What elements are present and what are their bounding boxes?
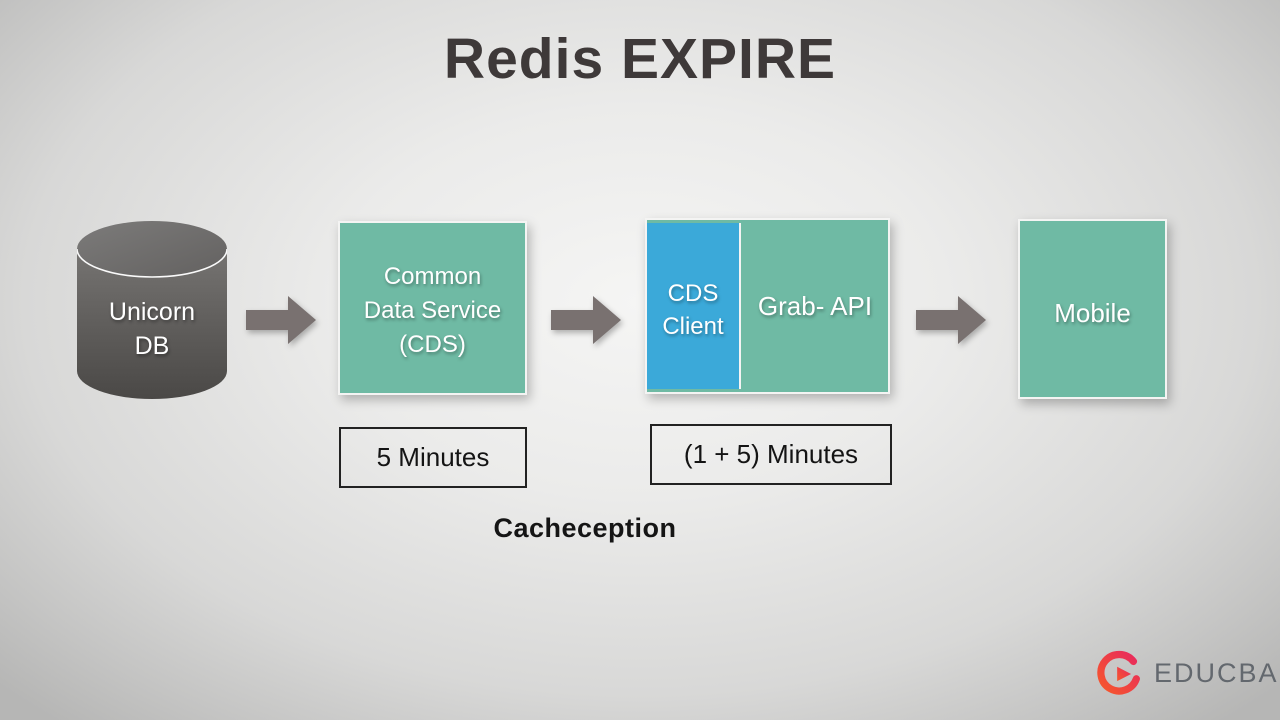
page-title: Redis EXPIRE [443, 27, 837, 91]
database-label: Unicorn DB [77, 295, 227, 363]
grab-api-label: Grab- API [757, 290, 873, 321]
node-common-data-service: Common Data Service (CDS) [338, 221, 527, 395]
node-mobile: Mobile [1018, 219, 1167, 399]
time-label-client-api: (1 + 5) Minutes [650, 424, 892, 485]
caption: Cacheception [493, 513, 677, 543]
time-label-client-api-text: (1 + 5) Minutes [683, 439, 859, 469]
cds-label-line1: Common [383, 263, 482, 290]
database-label-line2: DB [134, 332, 170, 360]
cds-label-line3: (CDS) [399, 331, 466, 358]
flow-arrow-icon [246, 296, 316, 344]
flow-arrow-icon [551, 296, 621, 344]
brand-logo-text: EDUCBA [1154, 657, 1279, 688]
cds-client-label-line2: Client [662, 313, 724, 340]
flow-arrow-icon [916, 296, 986, 344]
mobile-label: Mobile [1054, 297, 1131, 328]
database-label-line1: Unicorn [108, 298, 196, 326]
time-label-cds: 5 Minutes [339, 427, 527, 488]
cds-label-line2: Data Service [363, 297, 502, 324]
cds-client-label-line1: CDS [667, 280, 719, 307]
brand-logo: EDUCBA [1097, 649, 1279, 697]
time-label-cds-text: 5 Minutes [376, 442, 490, 472]
database-cylinder: Unicorn DB [76, 221, 228, 399]
educba-logo-icon [1097, 650, 1140, 695]
node-cds-client: CDS Client [647, 223, 741, 389]
database-cylinder-icon [76, 221, 228, 399]
node-group-client-api: Grab- API CDS Client [645, 218, 890, 394]
